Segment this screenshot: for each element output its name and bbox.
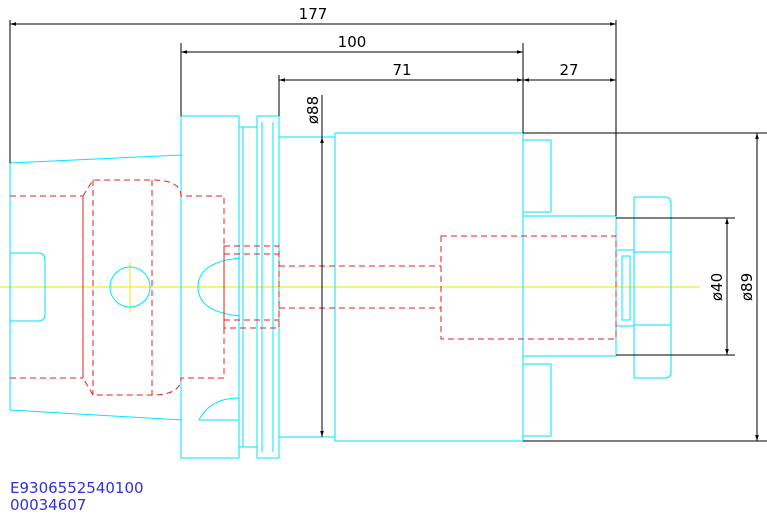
dim-27: 27 — [559, 61, 578, 79]
dim-dia-88: ø88 — [304, 96, 322, 124]
dim-177: 177 — [299, 5, 328, 23]
dim-100: 100 — [338, 33, 367, 51]
hidden-lines — [10, 179, 617, 396]
dim-71: 71 — [392, 61, 411, 79]
part-number: E9306552540100 — [10, 479, 144, 497]
dim-dia-40: ø40 — [708, 273, 726, 301]
centerline — [0, 262, 700, 312]
part-outline — [9, 115, 672, 459]
dim-dia-89: ø89 — [738, 273, 756, 301]
cross-hole — [109, 266, 151, 308]
dimension-lines — [9, 20, 767, 442]
serial-number: 00034607 — [10, 496, 87, 514]
